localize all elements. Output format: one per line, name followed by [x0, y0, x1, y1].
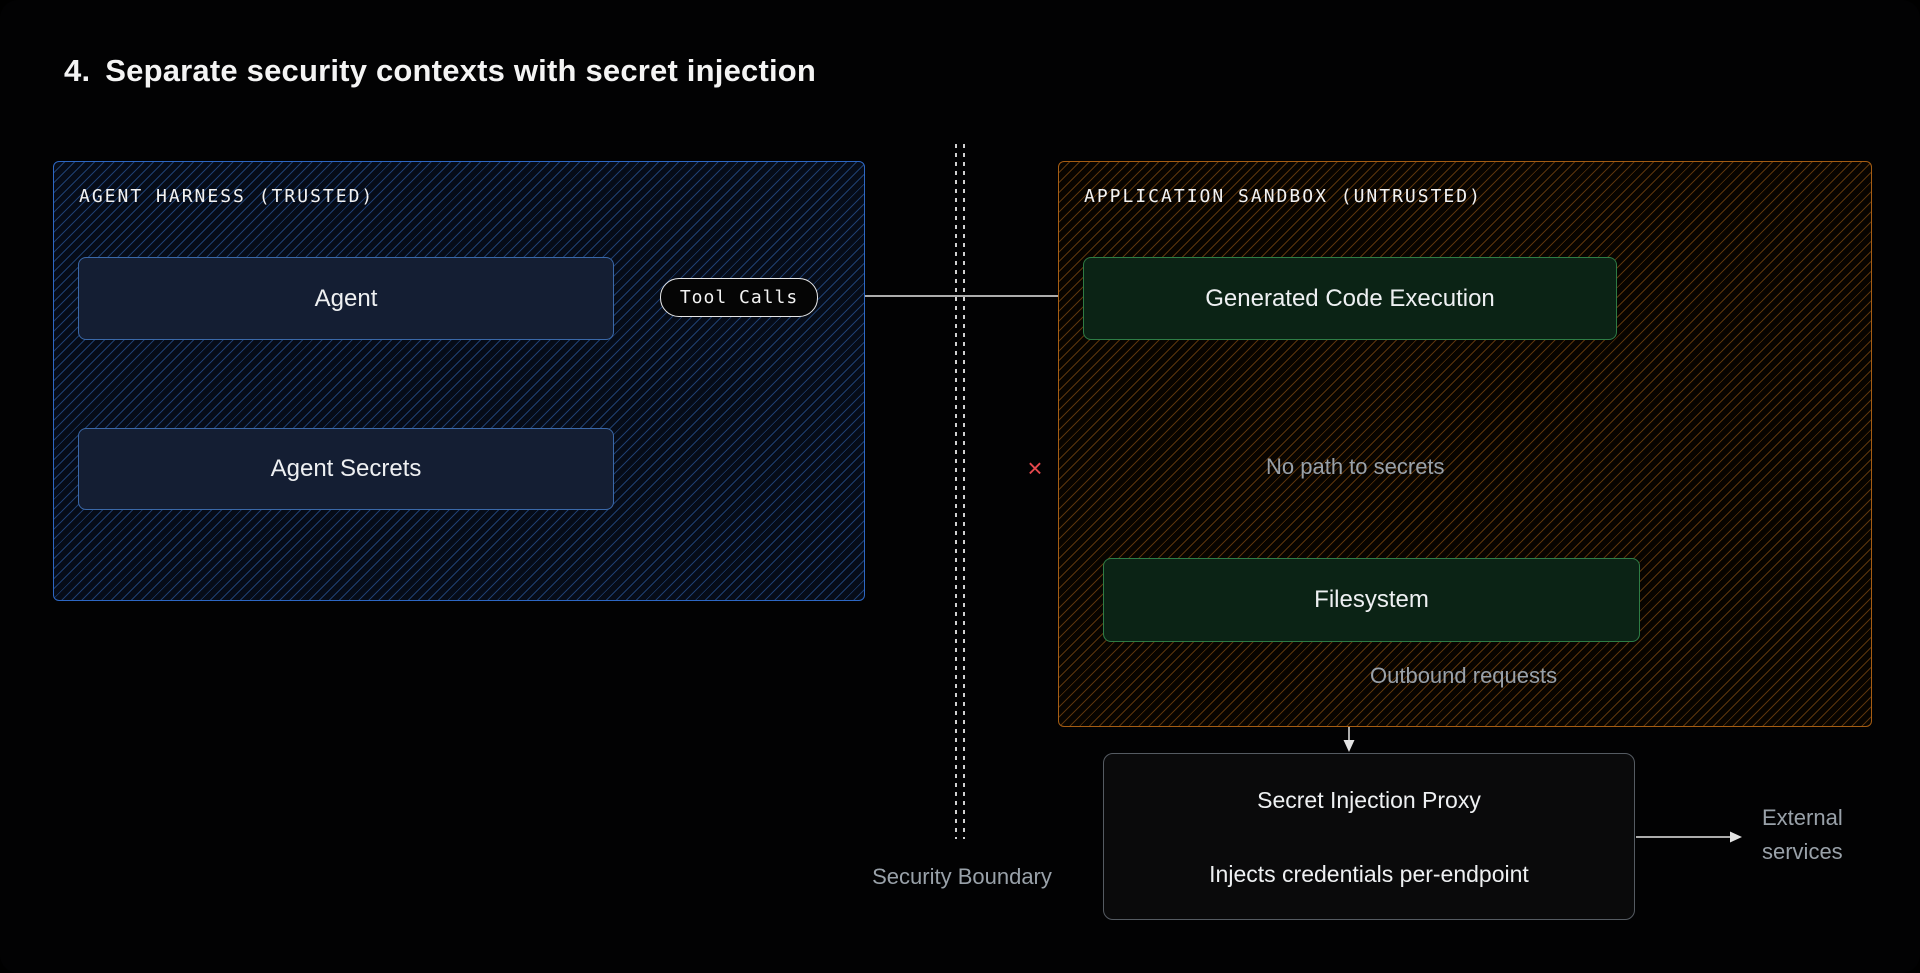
- page-title: 4. Separate security contexts with secre…: [64, 53, 816, 89]
- secret-injection-proxy-node: Secret Injection Proxy Injects credentia…: [1103, 753, 1635, 920]
- no-path-to-secrets-label: No path to secrets: [1266, 454, 1445, 479]
- external-wire: [1636, 831, 1742, 843]
- filesystem-node-label: Filesystem: [1314, 586, 1429, 613]
- title-text: Separate security contexts with secret i…: [105, 53, 817, 88]
- blocked-x-icon: ×: [1027, 453, 1043, 483]
- agent-secrets-node: Agent Secrets: [78, 428, 614, 510]
- title-number: 4.: [64, 53, 91, 88]
- agent-secrets-node-label: Agent Secrets: [270, 455, 422, 482]
- generated-code-execution-label: Generated Code Execution: [1205, 284, 1495, 312]
- filesystem-node: Filesystem: [1103, 558, 1640, 642]
- security-boundary-label: Security Boundary: [872, 864, 1052, 889]
- generated-code-execution-node: Generated Code Execution: [1083, 257, 1617, 340]
- outbound-requests-label: Outbound requests: [1370, 663, 1558, 688]
- agent-harness-panel: AGENT HARNESS (TRUSTED) Agent Agent Secr…: [53, 161, 865, 601]
- agent-harness-label: AGENT HARNESS (TRUSTED): [79, 186, 375, 207]
- external-services-line1: External: [1762, 805, 1843, 830]
- tool-calls-pill: Tool Calls: [660, 278, 818, 317]
- application-sandbox-panel: APPLICATION SANDBOX (UNTRUSTED) Generate…: [1058, 161, 1872, 727]
- tool-calls-label: Tool Calls: [679, 287, 799, 308]
- security-boundary-line: [955, 144, 965, 839]
- external-services-line2: services: [1762, 839, 1843, 864]
- application-sandbox-label: APPLICATION SANDBOX (UNTRUSTED): [1084, 186, 1482, 207]
- proxy-subtitle: Injects credentials per-endpoint: [1209, 861, 1529, 887]
- agent-node: Agent: [78, 257, 614, 340]
- proxy-title: Secret Injection Proxy: [1257, 787, 1481, 813]
- agent-node-label: Agent: [314, 284, 378, 312]
- external-services-label: External services: [1762, 801, 1843, 869]
